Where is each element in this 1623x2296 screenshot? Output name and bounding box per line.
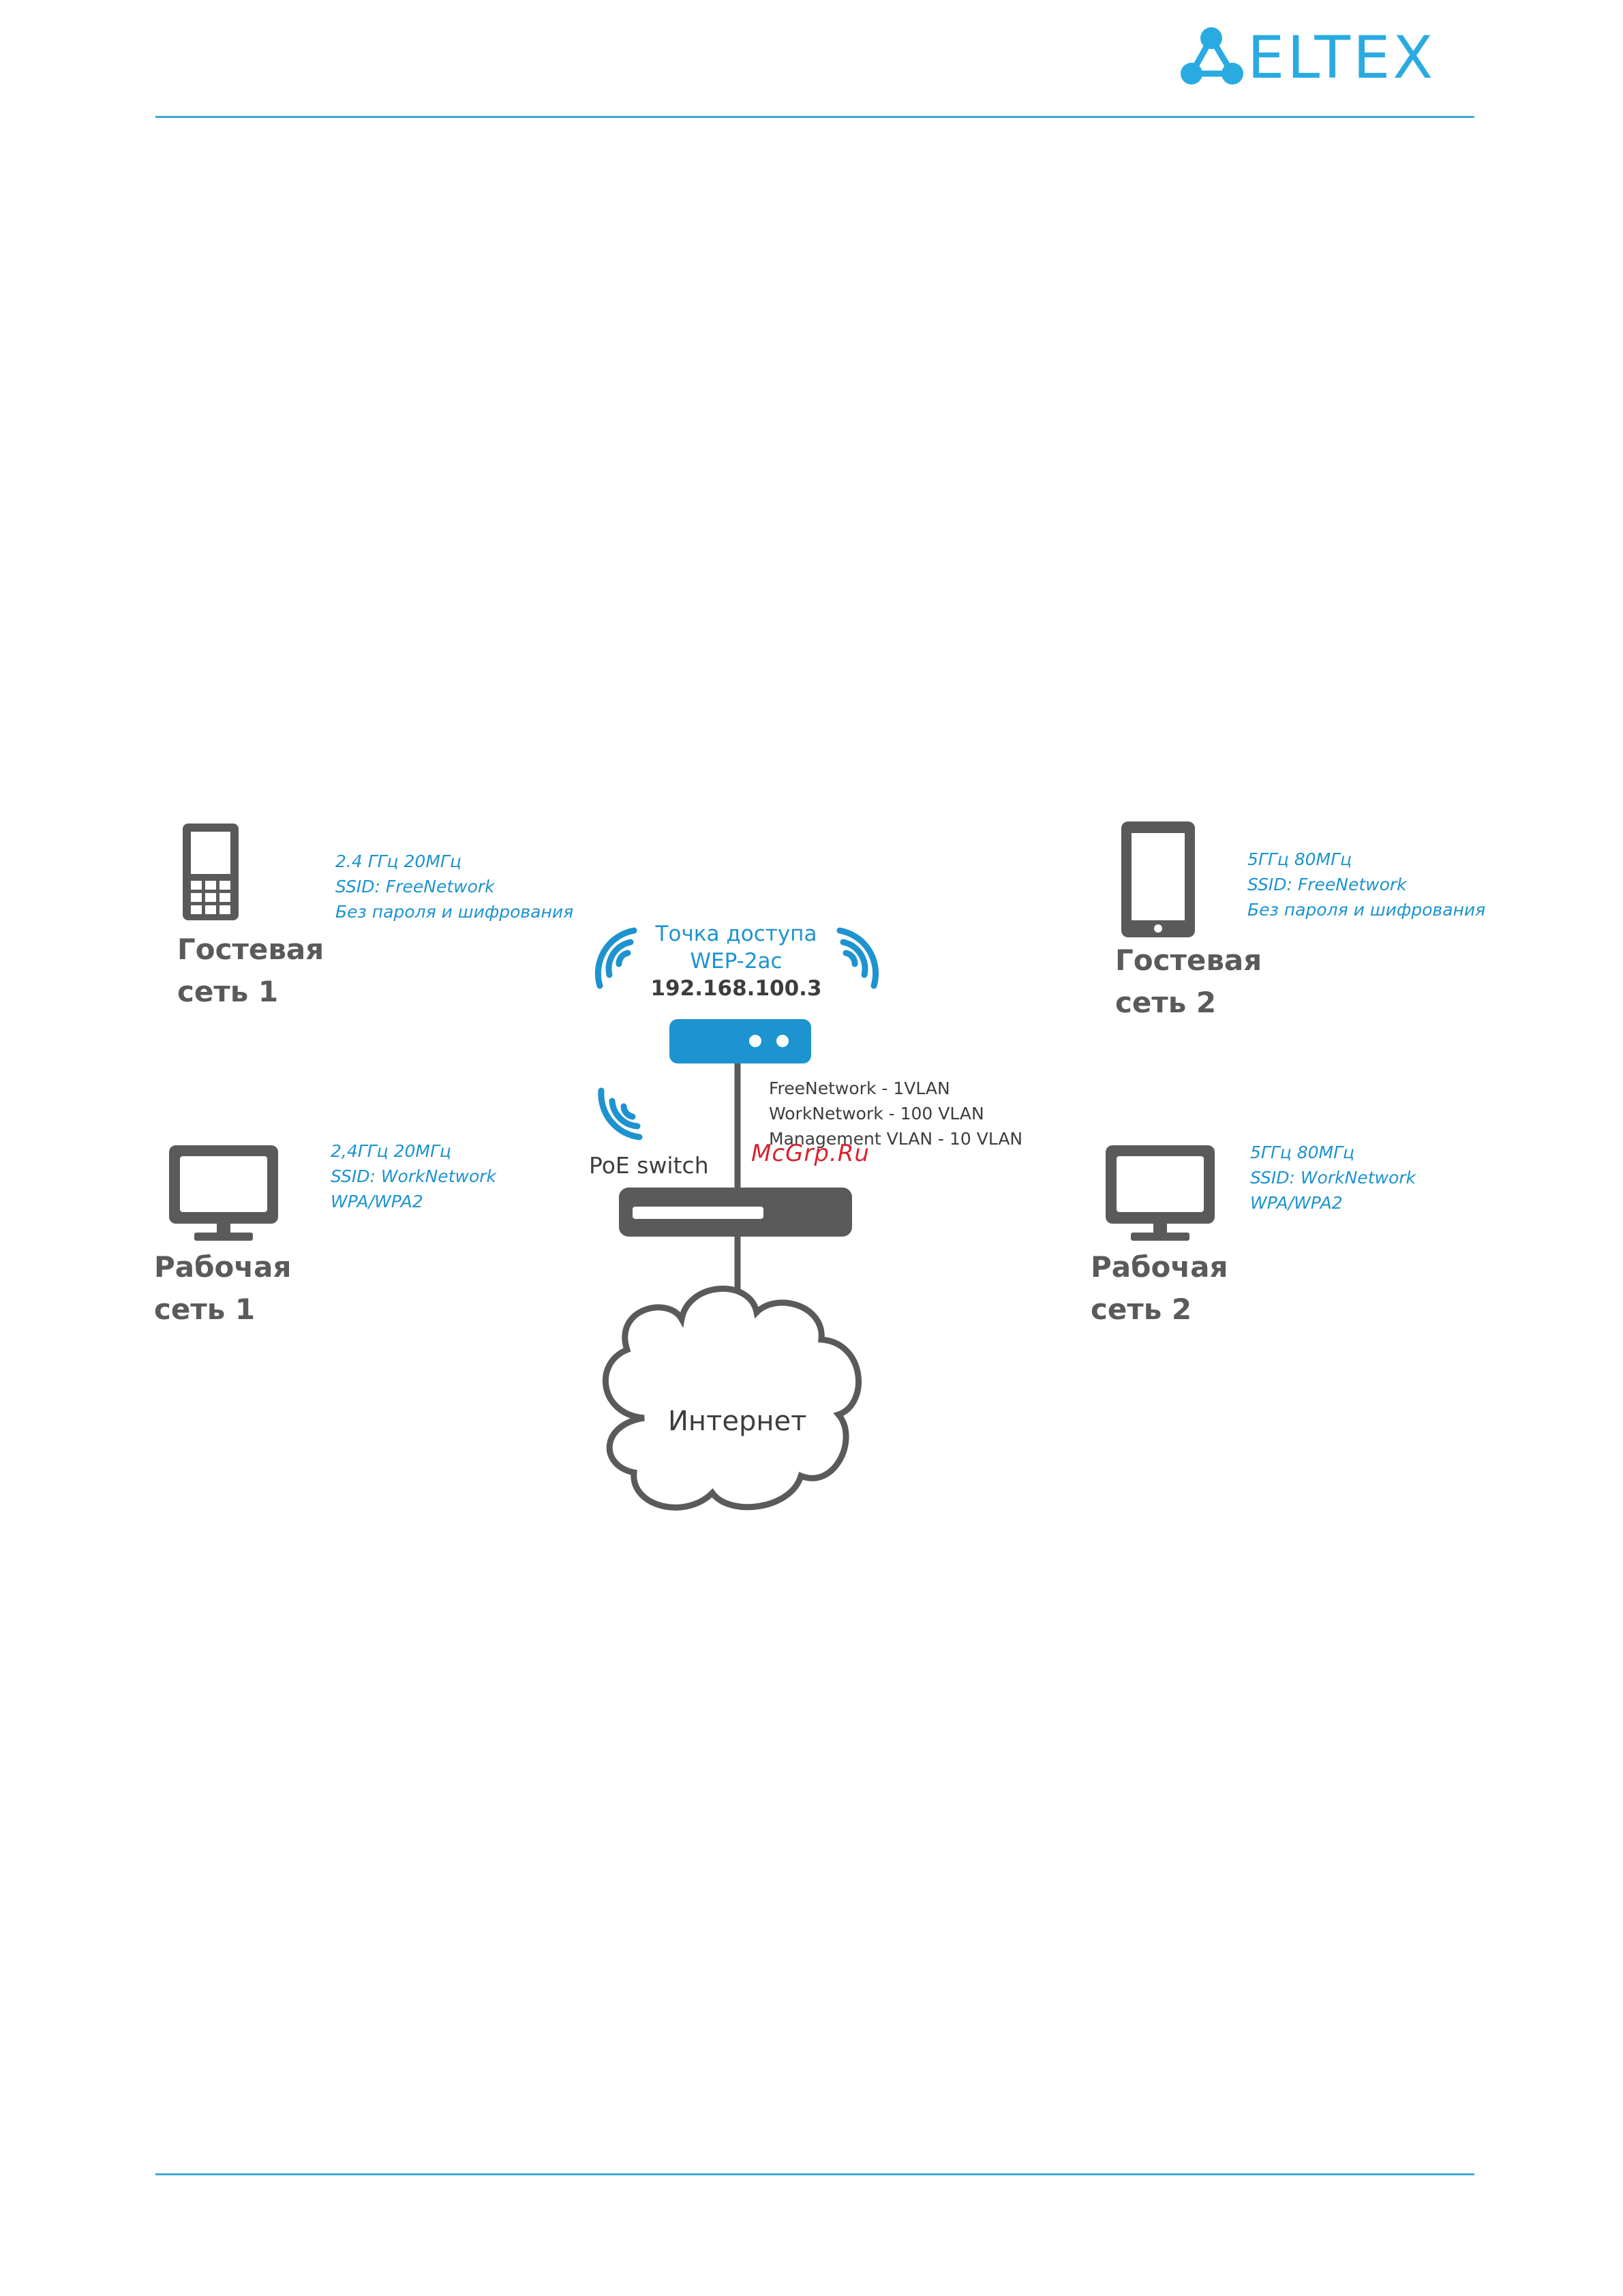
guest-net-1-title-line2: сеть 1: [177, 975, 279, 1008]
wifi-left-icon: [594, 927, 637, 989]
vlan-work: WorkNetwork - 100 VLAN: [769, 1104, 984, 1123]
vlan-management: Management VLAN - 10 VLAN: [769, 1129, 1023, 1149]
poe-switch-label: PoE switch: [589, 1152, 709, 1179]
work-net-2-title-line2: сеть 2: [1091, 1293, 1192, 1326]
guest-net-2-title-line1: Гостевая: [1115, 943, 1262, 977]
work-net-1-ssid: SSID: WorkNetwork: [331, 1166, 496, 1186]
work-net-1-title: Рабочая сеть 1: [154, 1246, 291, 1331]
guest-net-2-details: 5ГГц 80МГц SSID: FreeNetwork Без пароля …: [1247, 847, 1485, 922]
guest-net-2-ssid: SSID: FreeNetwork: [1247, 875, 1407, 894]
work-net-2-details: 5ГГц 80МГц SSID: WorkNetwork WPA/WPA2: [1250, 1140, 1416, 1215]
watermark: McGrp.Ru: [751, 1140, 870, 1167]
header-divider: [155, 116, 1474, 118]
guest-net-2-security: Без пароля и шифрования: [1247, 900, 1486, 920]
work-net-2-band: 5ГГц 80МГц: [1250, 1143, 1355, 1162]
monitor-icon-1: [169, 1145, 278, 1241]
access-point-title: Точка доступа: [655, 922, 817, 946]
work-net-1-title-line1: Рабочая: [154, 1250, 292, 1284]
work-net-1-details: 2,4ГГц 20МГц SSID: WorkNetwork WPA/WPA2: [331, 1138, 496, 1214]
eltex-logo: ELTEX: [1179, 26, 1472, 87]
work-net-1-title-line2: сеть 1: [154, 1293, 256, 1326]
guest-net-1-security: Без пароля и шифрования: [335, 902, 574, 922]
logo-text: ELTEX: [1247, 24, 1436, 92]
monitor-icon-2: [1106, 1145, 1215, 1241]
wifi-right-icon: [836, 927, 879, 989]
guest-net-1-ssid: SSID: FreeNetwork: [335, 877, 495, 896]
guest-net-1-band: 2.4 ГГц 20МГц: [335, 851, 461, 871]
work-net-1-band: 2,4ГГц 20МГц: [331, 1141, 451, 1161]
internet-label: Интернет: [668, 1406, 807, 1437]
internet-cloud: [602, 1285, 862, 1511]
wifi-switch-icon: [598, 1087, 643, 1141]
work-net-2-title: Рабочая сеть 2: [1091, 1246, 1228, 1331]
guest-net-2-title: Гостевая сеть 2: [1115, 939, 1262, 1024]
guest-net-1-title: Гостевая сеть 1: [177, 928, 324, 1013]
vlan-free: FreeNetwork - 1VLAN: [769, 1078, 950, 1098]
guest-net-1-details: 2.4 ГГц 20МГц SSID: FreeNetwork Без паро…: [335, 849, 573, 924]
access-point-label: Точка доступа WEP-2ac 192.168.100.3: [634, 920, 838, 1002]
footer-divider: [155, 2173, 1474, 2175]
work-net-1-security: WPA/WPA2: [331, 1192, 423, 1211]
phone-icon: [183, 824, 239, 920]
work-net-2-security: WPA/WPA2: [1250, 1193, 1343, 1213]
guest-net-2-title-line2: сеть 2: [1115, 986, 1217, 1019]
access-point-model: WEP-2ac: [690, 949, 783, 973]
eltex-logo-icon: [1181, 27, 1243, 85]
guest-net-2-band: 5ГГц 80МГц: [1247, 849, 1352, 869]
vlan-list: FreeNetwork - 1VLAN WorkNetwork - 100 VL…: [769, 1076, 1022, 1151]
work-net-2-title-line1: Рабочая: [1091, 1250, 1228, 1284]
poe-switch-icon: [619, 1188, 852, 1237]
access-point-ip: 192.168.100.3: [650, 976, 822, 1001]
access-point-icon: [669, 1019, 811, 1063]
tablet-icon: [1121, 821, 1195, 937]
guest-net-1-title-line1: Гостевая: [177, 933, 324, 966]
work-net-2-ssid: SSID: WorkNetwork: [1250, 1168, 1416, 1188]
